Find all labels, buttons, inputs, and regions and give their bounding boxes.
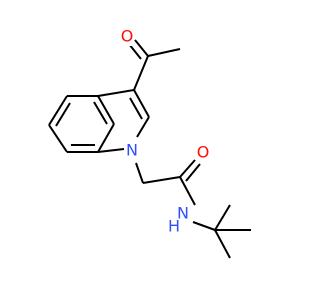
molecule-structure: O N O N H xyxy=(48,27,251,259)
bond-c3-carbonyl xyxy=(133,55,149,91)
amide-nitrogen-label: N xyxy=(177,204,189,223)
bond-tbu-lower-methyl xyxy=(214,229,231,259)
bond-ch2-amide-carbon xyxy=(142,176,181,184)
bond-amide-c-o xyxy=(179,159,196,178)
amide-hydrogen-label: H xyxy=(168,217,180,236)
ring-nitrogen-label: N xyxy=(126,141,138,160)
bond-benzene-6 xyxy=(97,95,115,125)
bond-pyrrole-n1-c7a xyxy=(97,148,125,153)
bond-pyrrole-c3-c2-inner xyxy=(129,97,143,120)
bond-benzene-2-inner xyxy=(55,102,71,127)
bond-pyrrole-c2-n1 xyxy=(136,116,150,138)
bond-n-quaternary-c xyxy=(192,221,216,231)
acetyl-oxygen-label: O xyxy=(121,27,134,46)
bond-tbu-upper-methyl xyxy=(214,204,231,231)
bond-amide-c-n xyxy=(179,176,196,206)
bond-benzene-2 xyxy=(48,95,68,126)
bond-benzene-5 xyxy=(97,123,115,153)
bond-carbonyl-oxygen xyxy=(134,39,149,57)
bond-pyrrole-c3-c2 xyxy=(133,89,150,118)
bond-carbonyl-methyl xyxy=(147,48,181,57)
bond-n1-ch2 xyxy=(135,162,144,184)
bond-pyrrole-c3a-c3 xyxy=(97,89,135,97)
bond-carbonyl-oxygen-double xyxy=(128,43,142,60)
bond-benzene-6-inner xyxy=(93,101,108,125)
amide-oxygen-label: O xyxy=(197,143,210,162)
bond-benzene-3 xyxy=(48,124,68,153)
molecule-canvas: O N O N H xyxy=(48,26,251,259)
bond-amide-c-o-double xyxy=(185,163,201,182)
